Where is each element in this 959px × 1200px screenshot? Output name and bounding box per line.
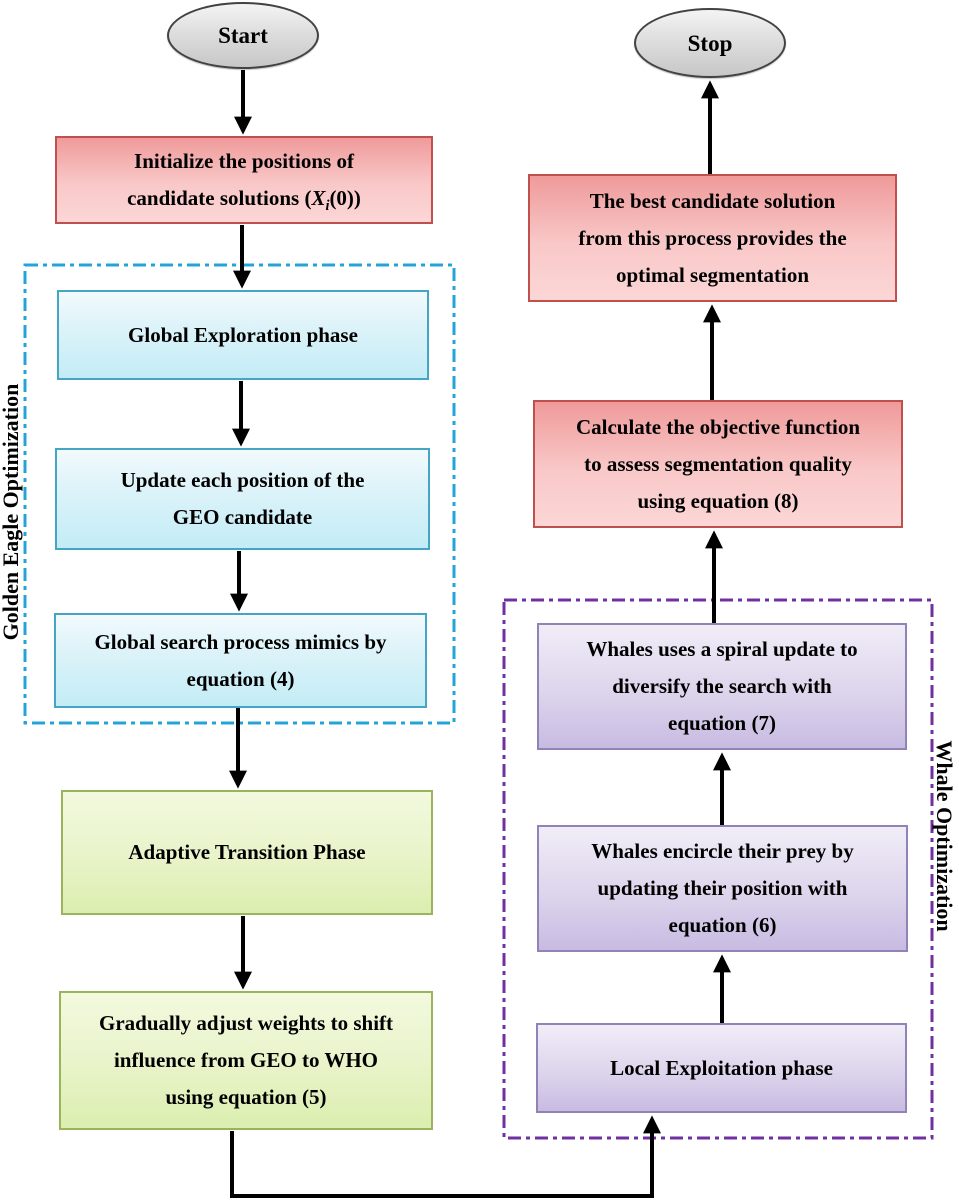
text-line: Global Exploration phase <box>128 322 358 347</box>
text-line: Gradually adjust weights to shift <box>98 1011 394 1035</box>
text-line: equation (4) <box>186 666 295 691</box>
start-label: Start <box>218 23 268 48</box>
text-line: diversify the search with <box>612 674 832 698</box>
node-calculate-objective: Calculate the objective function to asses… <box>533 400 903 528</box>
node-initialize-positions: Initialize the positions of candidate so… <box>55 136 433 224</box>
node-global-exploration: Global Exploration phase <box>57 290 429 380</box>
text-line: influence from GEO to WHO <box>113 1048 379 1072</box>
text-line: candidate solutions (Xi(0)) <box>127 180 361 217</box>
text-line: equation (7) <box>668 711 776 735</box>
text-line: Adaptive Transition Phase <box>128 840 366 864</box>
text-line: using equation (5) <box>165 1085 327 1109</box>
text-line: Initialize the positions of <box>134 149 354 173</box>
text-line: Update each position of the <box>120 468 365 492</box>
start-terminal: Start <box>167 2 319 69</box>
stop-label: Stop <box>687 30 733 56</box>
node-best-candidate: The best candidate solution from this pro… <box>528 174 897 302</box>
text-line: GEO candidate <box>172 505 313 529</box>
node-whales-encircle: Whales encircle their prey by updating th… <box>537 825 908 952</box>
text-fragment: (0)) <box>329 186 361 210</box>
node-whales-spiral: Whales uses a spiral update to diversify … <box>537 623 907 750</box>
text-line: Whales encircle their prey by <box>591 839 854 863</box>
node-global-search: Global search process mimics by equation … <box>54 613 427 708</box>
text-line: equation (6) <box>668 913 777 937</box>
who-group-border <box>502 598 934 1140</box>
math-variable: X <box>311 186 326 210</box>
text-line: updating their position with <box>597 876 848 900</box>
text-fragment: candidate solutions ( <box>127 186 312 210</box>
text-line: using equation (8) <box>637 488 799 513</box>
text-line: Calculate the objective function <box>575 414 861 439</box>
math-subscript: i <box>325 198 330 215</box>
node-adjust-weights: Gradually adjust weights to shift influen… <box>59 991 433 1130</box>
node-adaptive-transition: Adaptive Transition Phase <box>61 790 433 915</box>
text-line: from this process provides the <box>578 225 847 250</box>
text-line: optimal segmentation <box>615 262 810 287</box>
geo-group-label: Golden Eagle Optimization <box>0 383 23 641</box>
arrow-weights-to-exploitation-elbow <box>230 1115 661 1198</box>
text-line: Whales uses a spiral update to <box>586 637 858 661</box>
text-line: Global search process mimics by <box>94 629 387 654</box>
text-line: to assess segmentation quality <box>584 451 852 476</box>
node-local-exploitation: Local Exploitation phase <box>536 1023 907 1113</box>
text-line: The best candidate solution <box>589 188 836 213</box>
text-line: Local Exploitation phase <box>610 1055 833 1080</box>
who-group-label: Whale Optimization <box>932 740 957 932</box>
stop-terminal: Stop <box>634 8 786 78</box>
